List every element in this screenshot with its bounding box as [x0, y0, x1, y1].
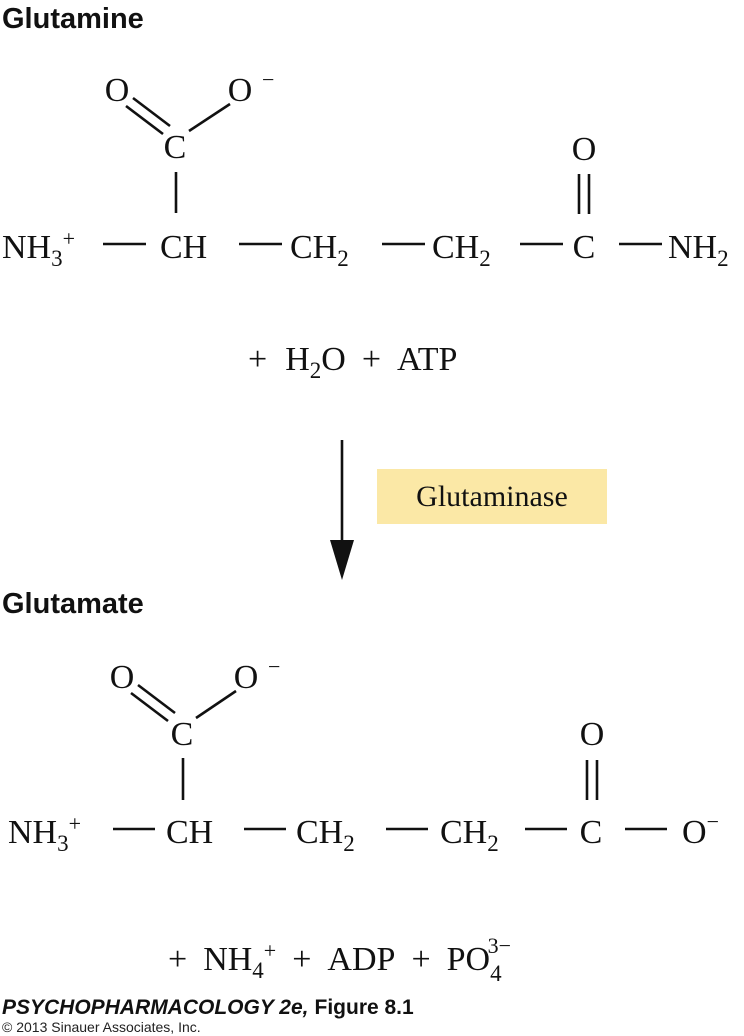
substrate-carboxyl-o-double: O	[105, 72, 130, 109]
product-alpha-carbon: CH	[166, 814, 213, 851]
substrate-double-bond-1	[125, 104, 164, 136]
substrate-structure: O O − C NH3+ CH CH2 CH2 C NH2 O	[2, 67, 729, 271]
product-carboxyl-carbon-2: C	[580, 814, 603, 851]
substrate-reactants: +H2O+ATP	[248, 341, 457, 383]
substrate-carboxyl-o-single: O	[228, 72, 253, 109]
product-ch2-a: CH2	[296, 814, 355, 856]
product-carboxyl-charge: −	[268, 654, 280, 679]
product-carboxyl-o-single: O	[234, 659, 259, 696]
product-structure: O O − C NH3+ CH CH2 CH2 C O− O	[8, 654, 719, 856]
substrate-alpha-carbon: CH	[160, 229, 207, 266]
product-carboxyl-carbon: C	[171, 716, 194, 753]
substrate-carbonyl-o: O	[572, 131, 597, 168]
product-carbonyl-o: O	[580, 716, 605, 753]
substrate-title: Glutamine	[2, 3, 144, 35]
enzyme-label: Glutaminase	[416, 480, 568, 513]
substrate-ch2-b: CH2	[432, 229, 491, 271]
substrate-carboxyl-charge: −	[262, 67, 274, 92]
product-carboxyl-o-double: O	[110, 659, 135, 696]
substrate-single-bond-o	[188, 102, 231, 133]
product-ch2-b: CH2	[440, 814, 499, 856]
product-amino-group: NH3+	[8, 811, 81, 856]
substrate-amide-carbon: C	[573, 229, 596, 266]
substrate-ch2-a: CH2	[290, 229, 349, 271]
reaction-arrow-head	[330, 540, 354, 580]
product-double-bond-1	[130, 691, 169, 723]
figure-caption: PSYCHOPHARMACOLOGY 2e,Figure 8.1	[2, 996, 414, 1019]
substrate-carboxyl-carbon: C	[164, 129, 187, 166]
product-title: Glutamate	[2, 588, 144, 620]
copyright-notice: © 2013 Sinauer Associates, Inc.	[2, 1019, 201, 1035]
substrate-double-bond-2	[132, 96, 171, 128]
product-single-bond-o	[195, 689, 237, 720]
product-terminal-oxygen: O−	[682, 809, 719, 851]
product-double-bond-2	[137, 683, 176, 715]
product-byproducts: +NH4++ADP+PO43−	[168, 933, 511, 986]
substrate-amino-group: NH3+	[2, 226, 75, 271]
substrate-amide-nh2: NH2	[668, 229, 729, 271]
enzyme-highlight	[377, 469, 607, 524]
